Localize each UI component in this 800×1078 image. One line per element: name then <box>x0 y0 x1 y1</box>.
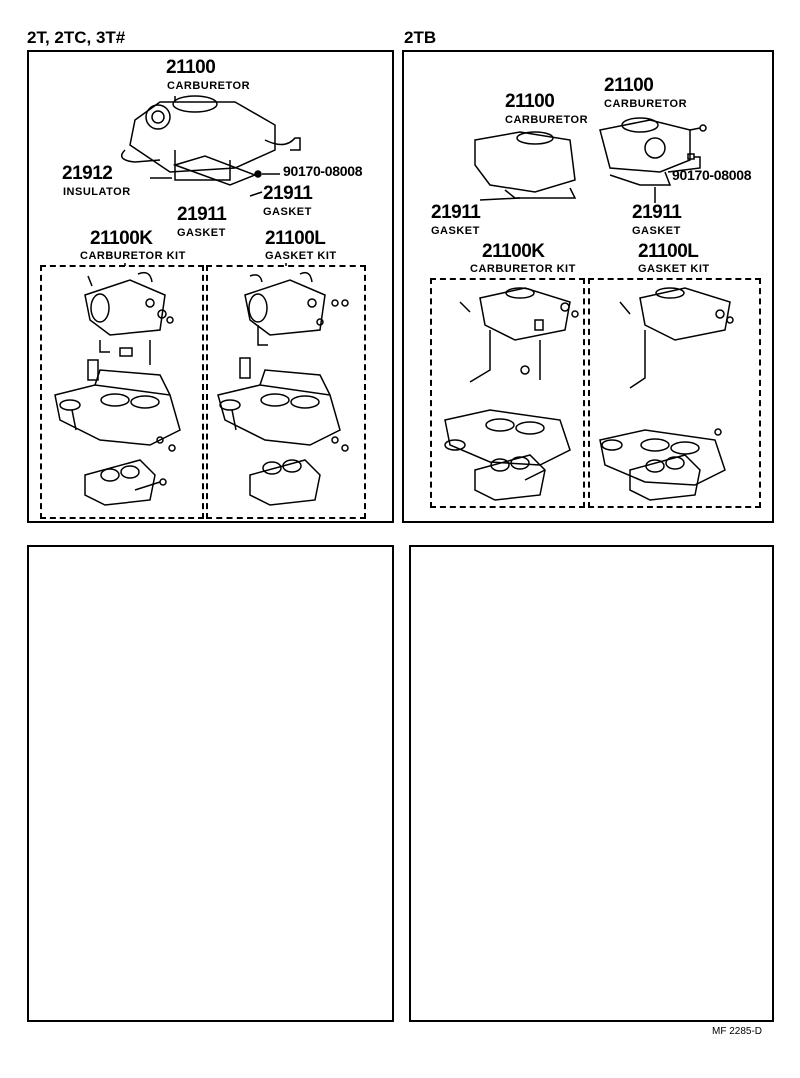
left-gasket-kit-part-no: 21100L <box>265 228 326 249</box>
carburetor-illustration-left <box>120 95 301 266</box>
right-gasket-left-label: GASKET <box>431 225 480 237</box>
left-gasket-lower-part-no: 21911 <box>177 204 227 225</box>
right-gasket-kit-part-no: 21100L <box>638 241 699 262</box>
left-gasket-upper-label: GASKET <box>263 206 312 218</box>
right-carburetor-left-part-no: 21100 <box>505 91 555 112</box>
left-bolt-part-no: 90170-08008 <box>283 163 363 179</box>
right-gasket-kit-label: GASKET KIT <box>638 263 710 275</box>
right-carburetor-right-part-no: 21100 <box>604 75 654 96</box>
right-carburetor-kit-label: CARBURETOR KIT <box>470 263 576 275</box>
left-gasket-lower-label: GASKET <box>177 227 226 239</box>
right-bolt-part-no: 90170-08008 <box>672 167 752 183</box>
carburetor-kit-illustration-left <box>54 271 181 506</box>
left-carburetor-kit-label: CARBURETOR KIT <box>80 250 186 262</box>
right-carburetor-kit-part-no: 21100K <box>482 241 545 262</box>
section-title-left: 2T, 2TC, 3T# <box>27 28 126 47</box>
carburetor-kit-box-left <box>40 265 204 519</box>
panel-right-diagram <box>402 50 774 523</box>
right-gasket-left-part-no: 21911 <box>431 202 481 223</box>
panel-left-diagram <box>27 50 394 523</box>
left-insulator-part-no: 21912 <box>62 163 113 184</box>
gasket-kit-box-right <box>588 278 761 508</box>
right-gasket-right-part-no: 21911 <box>632 202 682 223</box>
carburetor-illustration-right <box>474 117 707 203</box>
right-carburetor-right-label: CARBURETOR <box>604 98 688 110</box>
left-carburetor-part-no: 21100 <box>166 57 216 78</box>
left-carburetor-label: CARBURETOR <box>167 80 251 92</box>
gasket-kit-illustration-left <box>217 271 349 506</box>
left-gasket-kit-label: GASKET KIT <box>265 250 337 262</box>
left-gasket-upper-part-no: 21911 <box>263 183 313 204</box>
panel-right-empty <box>409 545 774 1022</box>
left-carburetor-kit-part-no: 21100K <box>90 228 153 249</box>
carburetor-kit-box-right <box>430 278 585 508</box>
footer-code: MF 2285-D <box>712 1026 763 1037</box>
gasket-kit-illustration-right <box>599 287 734 501</box>
carburetor-kit-illustration-right <box>444 287 579 501</box>
panel-left-empty <box>27 545 394 1022</box>
right-carburetor-left-label: CARBURETOR <box>505 114 589 126</box>
left-insulator-label: INSULATOR <box>63 186 131 198</box>
section-title-right: 2TB <box>404 28 437 47</box>
right-gasket-right-label: GASKET <box>632 225 681 237</box>
